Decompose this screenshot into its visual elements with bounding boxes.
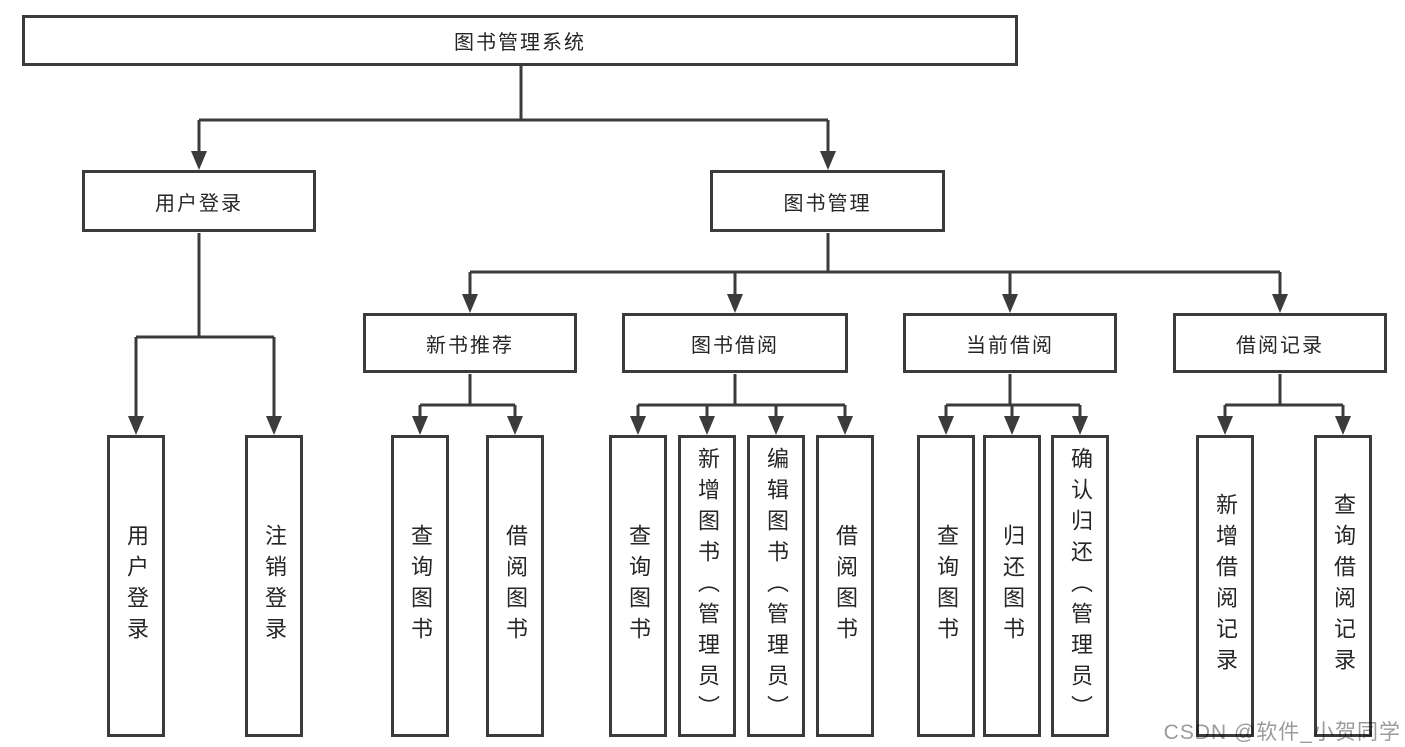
csdn-watermark: CSDN @软件_小贺同学 xyxy=(1163,721,1401,744)
leaf-user-login-action: 用户登录 xyxy=(107,435,165,737)
node-user-login: 用户登录 xyxy=(82,170,316,232)
node-book-borrow: 图书借阅 xyxy=(622,313,848,373)
leaf-query-books-current: 查询图书 xyxy=(917,435,975,737)
leaf-return-books: 归还图书 xyxy=(983,435,1041,737)
leaf-query-books-recommend: 查询图书 xyxy=(391,435,449,737)
node-current-borrow: 当前借阅 xyxy=(903,313,1117,373)
node-library-system: 图书管理系统 xyxy=(22,15,1018,66)
leaf-borrow-books-recommend: 借阅图书 xyxy=(486,435,544,737)
leaf-borrow-books-borrow: 借阅图书 xyxy=(816,435,874,737)
leaf-query-books-borrow: 查询图书 xyxy=(609,435,667,737)
arrowheads xyxy=(128,151,1351,435)
node-book-management: 图书管理 xyxy=(710,170,945,232)
leaf-query-borrow-record: 查询借阅记录 xyxy=(1314,435,1372,737)
node-borrow-records: 借阅记录 xyxy=(1173,313,1387,373)
leaf-add-borrow-record: 新增借阅记录 xyxy=(1196,435,1254,737)
leaf-edit-books-admin: 编辑图书（管理员） xyxy=(747,435,805,737)
node-new-book-recommend: 新书推荐 xyxy=(363,313,577,373)
leaf-confirm-return-admin: 确认归还（管理员） xyxy=(1051,435,1109,737)
leaf-add-books-admin: 新增图书（管理员） xyxy=(678,435,736,737)
leaf-logout-action: 注销登录 xyxy=(245,435,303,737)
